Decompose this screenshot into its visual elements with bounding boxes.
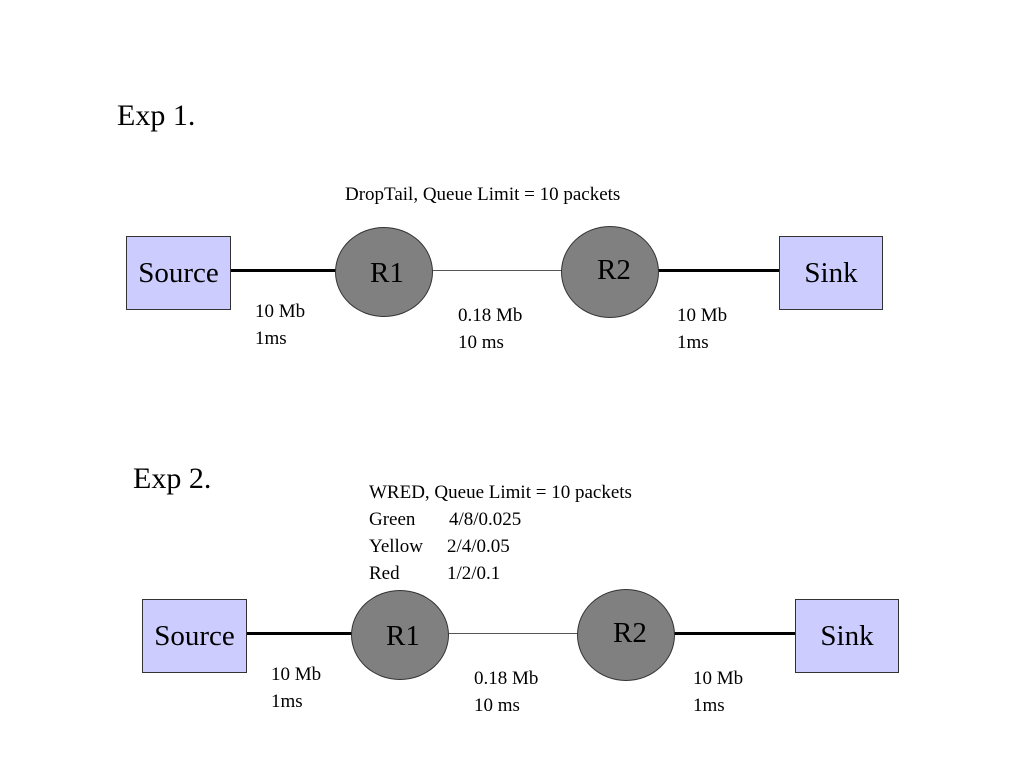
exp1-title: Exp 1. xyxy=(117,99,196,132)
exp1-link3-delay: 1ms xyxy=(677,332,709,353)
exp2-sink-node: Sink xyxy=(795,599,899,673)
exp2-link1-delay: 1ms xyxy=(271,691,303,712)
exp1-r1-label: R1 xyxy=(370,257,404,289)
exp2-link1-label: 10 Mb 1ms xyxy=(271,661,321,715)
exp2-link3-bandwidth: 10 Mb xyxy=(693,668,744,689)
exp2-param-green: Green 4/8/0.025 xyxy=(369,506,632,533)
exp2-param-green-value: 4/8/0.025 xyxy=(449,509,522,530)
exp2-link2-label: 0.18 Mb 10 ms xyxy=(474,665,538,719)
exp1-link-r2-sink xyxy=(658,269,780,272)
exp1-link1-label: 10 Mb 1ms xyxy=(255,298,305,352)
exp1-link1-delay: 1ms xyxy=(255,328,287,349)
exp2-param-yellow-value: 2/4/0.05 xyxy=(447,536,510,557)
exp1-link2-label: 0.18 Mb 10 ms xyxy=(458,302,522,356)
exp2-r1-label: R1 xyxy=(386,620,420,652)
exp2-queue-config: WRED, Queue Limit = 10 packets Green 4/8/… xyxy=(369,479,632,587)
exp1-link2-bandwidth: 0.18 Mb xyxy=(458,305,523,326)
exp1-router-r1: R1 xyxy=(335,227,433,317)
exp2-router-r2: R2 xyxy=(577,589,675,681)
exp2-param-red: Red 1/2/0.1 xyxy=(369,560,632,587)
exp2-param-red-name: Red xyxy=(369,563,400,584)
exp2-link-r1-r2 xyxy=(448,633,578,634)
exp1-sink-node: Sink xyxy=(779,236,883,310)
exp2-router-r1: R1 xyxy=(351,590,449,680)
exp2-title: Exp 2. xyxy=(133,462,212,495)
exp1-link-r1-r2 xyxy=(432,270,562,271)
exp2-source-node: Source xyxy=(142,599,247,673)
exp1-link1-bandwidth: 10 Mb xyxy=(255,301,306,322)
exp2-queue-label: WRED, Queue Limit = 10 packets xyxy=(369,482,632,503)
exp1-router-r2: R2 xyxy=(561,226,659,318)
exp1-link-source-r1 xyxy=(230,269,336,272)
exp2-link-source-r1 xyxy=(246,632,352,635)
exp2-link2-bandwidth: 0.18 Mb xyxy=(474,668,539,689)
exp2-param-yellow-name: Yellow xyxy=(369,536,424,557)
exp2-link3-delay: 1ms xyxy=(693,695,725,716)
exp1-source-node: Source xyxy=(126,236,231,310)
exp1-link3-label: 10 Mb 1ms xyxy=(677,302,727,356)
exp2-param-red-value: 1/2/0.1 xyxy=(447,563,501,584)
exp2-param-green-name: Green xyxy=(369,509,416,530)
exp2-link-r2-sink xyxy=(674,632,796,635)
exp2-link3-label: 10 Mb 1ms xyxy=(693,665,743,719)
exp1-link2-delay: 10 ms xyxy=(458,332,504,353)
exp2-param-yellow: Yellow 2/4/0.05 xyxy=(369,533,632,560)
exp1-link3-bandwidth: 10 Mb xyxy=(677,305,728,326)
exp2-r2-label: R2 xyxy=(613,617,647,649)
exp1-queue-label: DropTail, Queue Limit = 10 packets xyxy=(345,184,621,205)
exp2-link2-delay: 10 ms xyxy=(474,695,520,716)
exp2-link1-bandwidth: 10 Mb xyxy=(271,664,322,685)
exp1-r2-label: R2 xyxy=(597,254,631,286)
